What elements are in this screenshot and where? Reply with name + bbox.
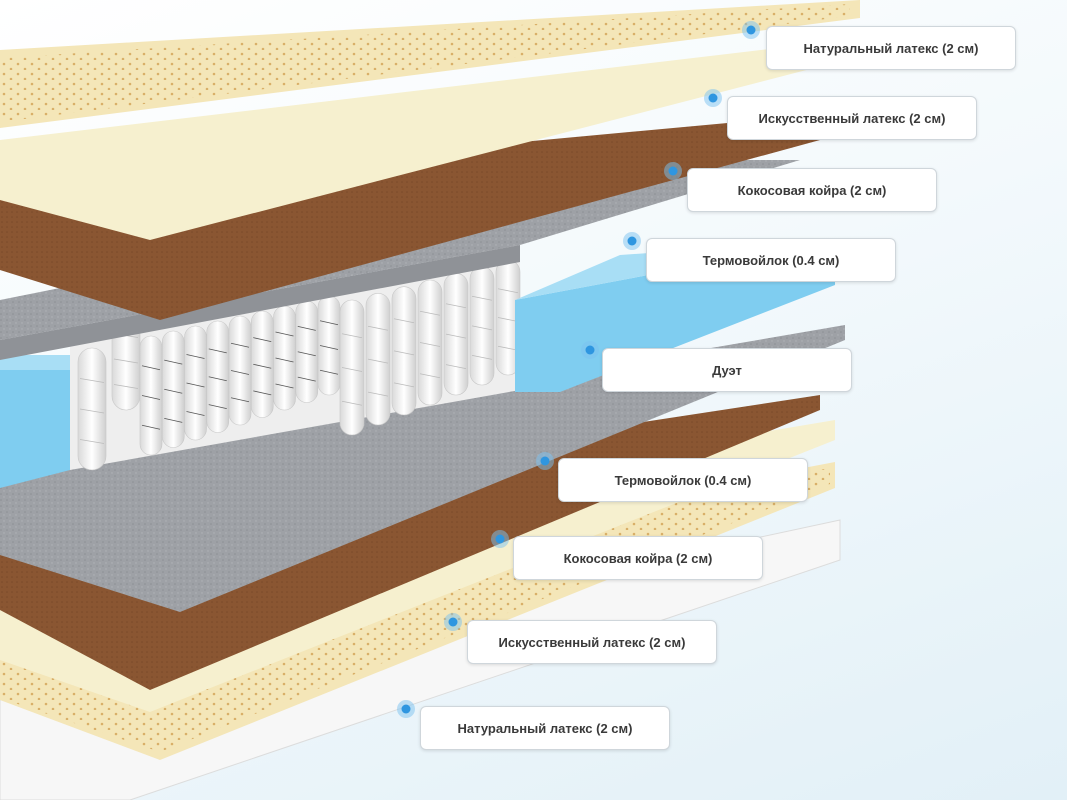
spring-pocket bbox=[391, 286, 417, 416]
spring-coil-line bbox=[253, 363, 272, 369]
spring-coil-line bbox=[393, 382, 415, 388]
label-bottom-artificial-latex: Искусственный латекс (2 см) bbox=[467, 620, 717, 664]
spring-coil-line bbox=[445, 303, 467, 309]
label-top-thermofelt: Термовойлок (0.4 см) bbox=[646, 238, 896, 282]
spring-coil-line bbox=[341, 400, 363, 406]
spring-coil-line bbox=[297, 351, 316, 357]
spring-coil-line bbox=[275, 383, 294, 389]
spring-coil-line bbox=[79, 378, 105, 383]
spring-coil-line bbox=[471, 295, 493, 301]
marker-dot bbox=[495, 534, 505, 544]
spring-coil-line bbox=[164, 388, 183, 394]
spring-coil-line bbox=[253, 337, 272, 343]
spring-pocket bbox=[365, 293, 391, 426]
label-bottom-coconut-coir: Кокосовая койра (2 см) bbox=[513, 536, 763, 580]
spring-coil-line bbox=[79, 439, 105, 444]
spring-coil-line bbox=[471, 355, 493, 360]
spring-pocket bbox=[77, 347, 107, 471]
spring-coil-line bbox=[297, 376, 316, 382]
label-bottom-thermofelt: Термовойлок (0.4 см) bbox=[558, 458, 808, 502]
spring-coil-line bbox=[79, 408, 105, 414]
spring-coil-line bbox=[186, 382, 205, 388]
label-top-natural-latex: Натуральный латекс (2 см) bbox=[766, 26, 1016, 70]
label-top-artificial-latex: Искусственный латекс (2 см) bbox=[727, 96, 977, 140]
callout-markers bbox=[397, 21, 760, 718]
spring-coil-line bbox=[113, 358, 139, 364]
spring-coil-line bbox=[113, 384, 139, 389]
label-bottom-natural-latex: Натуральный латекс (2 см) bbox=[420, 706, 670, 750]
spring-coil-line bbox=[445, 364, 467, 369]
spring-coil-line bbox=[275, 331, 294, 337]
spring-coil-line bbox=[367, 391, 389, 397]
spring-coil-line bbox=[419, 342, 441, 347]
spring-coil-line bbox=[367, 358, 389, 364]
spring-coil-line bbox=[297, 325, 316, 331]
spring-coil-line bbox=[497, 317, 519, 322]
spring-coil-line bbox=[497, 345, 519, 351]
spring-coil-line bbox=[393, 350, 415, 356]
marker-dot bbox=[401, 704, 411, 714]
spring-pocket bbox=[339, 299, 365, 436]
spring-coil-line bbox=[419, 310, 441, 316]
label-top-coconut-coir: Кокосовая койра (2 см) bbox=[687, 168, 937, 212]
spring-coil-line bbox=[319, 320, 339, 326]
marker-dot bbox=[448, 617, 458, 627]
spring-coil-line bbox=[230, 342, 250, 348]
spring-coil-line bbox=[141, 365, 161, 371]
spring-coil-line bbox=[164, 359, 183, 365]
spring-coil-line bbox=[497, 288, 519, 294]
marker-dot bbox=[668, 166, 678, 176]
spring-coil-line bbox=[230, 370, 250, 375]
spring-coil-line bbox=[230, 397, 250, 403]
bottom-thermofelt-layer bbox=[0, 325, 845, 612]
spring-coil-line bbox=[186, 354, 205, 359]
marker-dot bbox=[585, 345, 595, 355]
spring-coil-line bbox=[208, 348, 227, 354]
marker-dot bbox=[627, 236, 637, 246]
core-duet-left-foam bbox=[0, 370, 70, 488]
spring-coil-line bbox=[253, 390, 272, 396]
spring-coil-line bbox=[393, 318, 415, 324]
spring-pocket bbox=[417, 279, 443, 406]
spring-coil-line bbox=[341, 367, 363, 372]
spring-coil-line bbox=[141, 424, 161, 430]
top-coconut-coir-layer bbox=[0, 120, 820, 320]
marker-dot bbox=[746, 25, 756, 35]
spring-coil-line bbox=[319, 369, 339, 375]
marker-dot bbox=[540, 456, 550, 466]
marker-dot bbox=[708, 93, 718, 103]
spring-coil-line bbox=[319, 345, 339, 350]
spring-coil-line bbox=[445, 333, 467, 339]
spring-coil-line bbox=[367, 325, 389, 331]
spring-coil-line bbox=[164, 417, 183, 423]
spring-coil-line bbox=[208, 404, 227, 410]
top-artificial-latex-layer bbox=[0, 40, 845, 240]
spring-coil-line bbox=[208, 376, 227, 382]
spring-coil-line bbox=[419, 373, 441, 379]
label-core-duet: Дуэт bbox=[602, 348, 852, 392]
spring-coil-line bbox=[471, 325, 493, 331]
spring-coil-line bbox=[186, 411, 205, 416]
spring-coil-line bbox=[341, 333, 363, 339]
spring-coil-line bbox=[275, 357, 294, 363]
spring-coil-line bbox=[141, 395, 161, 400]
